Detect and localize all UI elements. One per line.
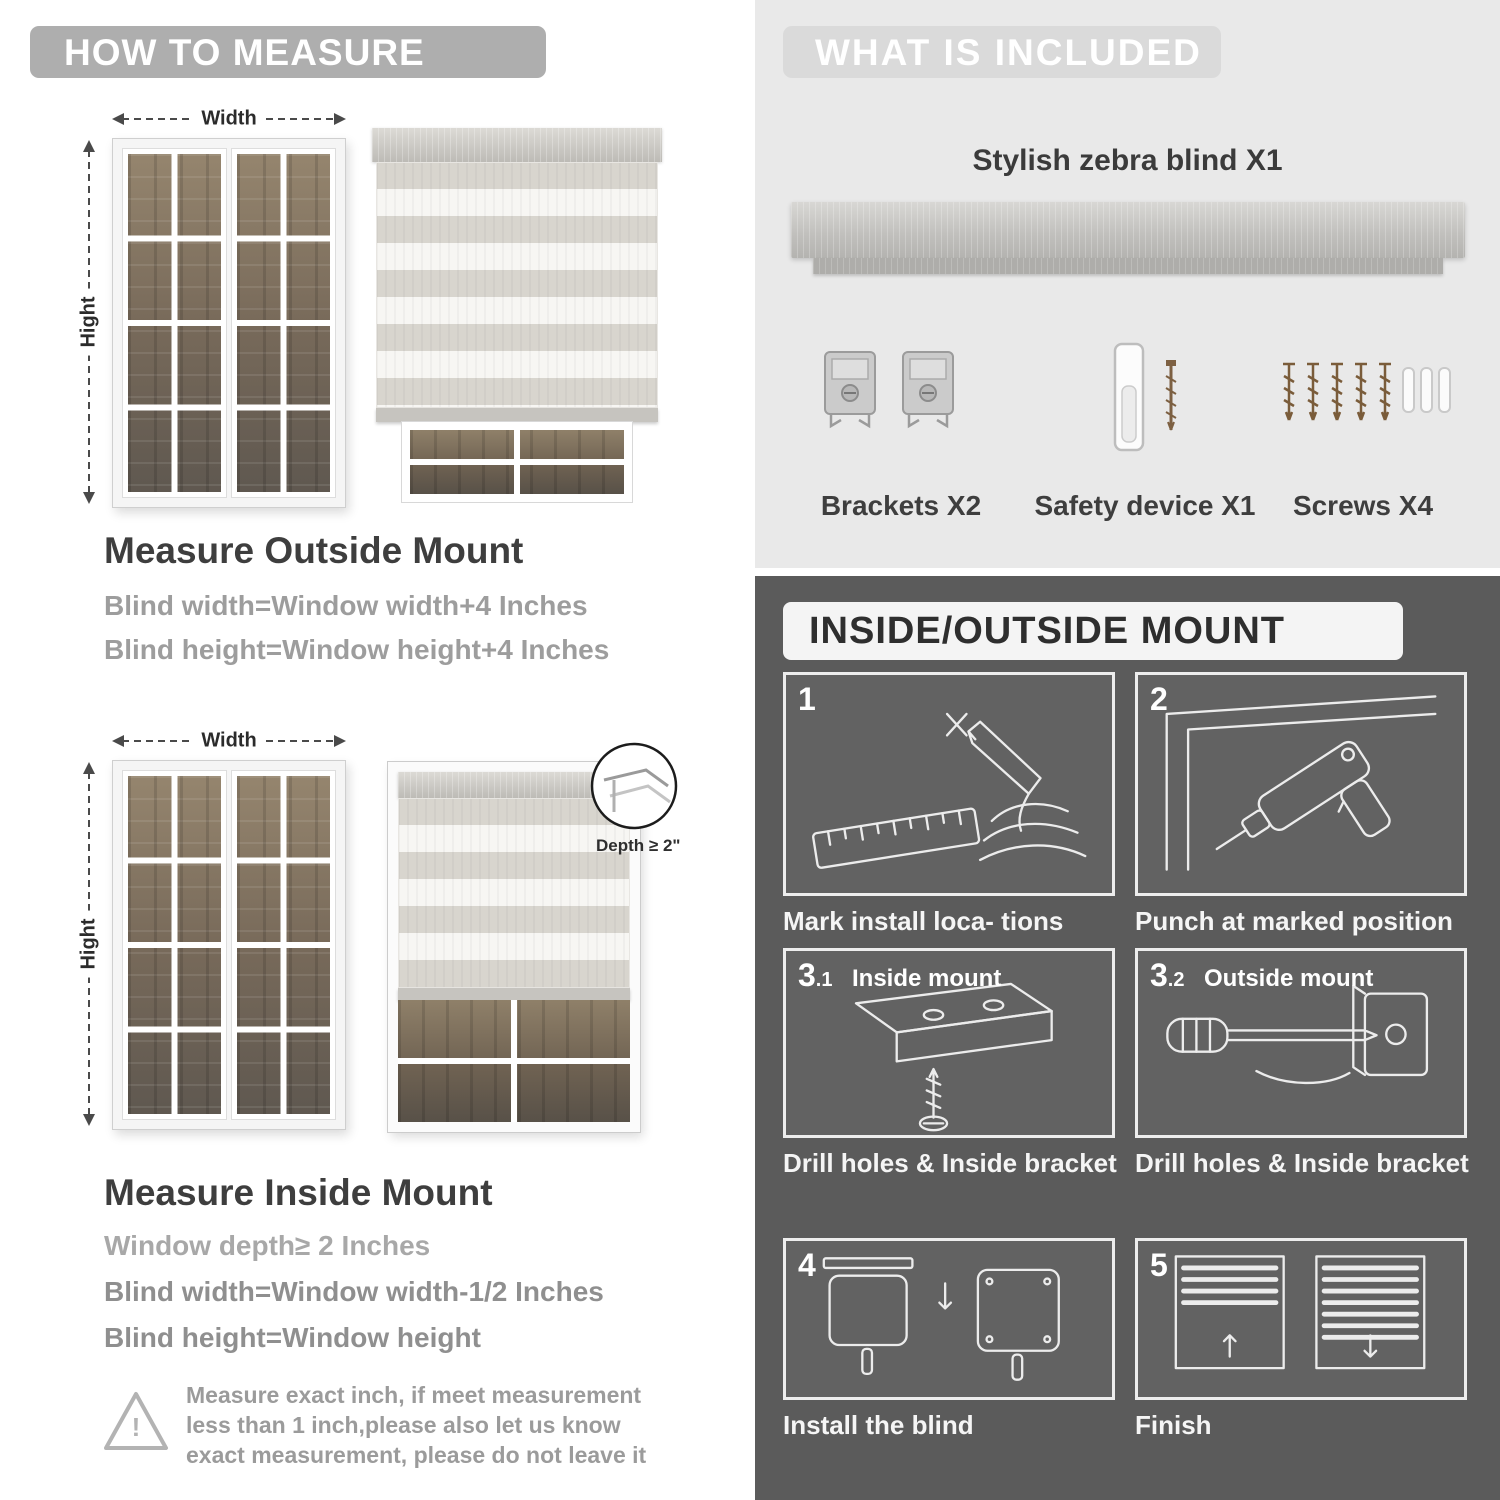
step-caption-2: Punch at marked position <box>1135 906 1453 936</box>
blind-cassette <box>372 128 662 162</box>
window-sash <box>232 771 335 1119</box>
window-behind-blind <box>398 1000 630 1122</box>
step-title: Inside mount <box>852 965 1002 992</box>
height-label: Hight <box>77 910 101 978</box>
inside-mount-heading: Measure Inside Mount <box>104 1172 493 1213</box>
zebra-blind-illustration-outside <box>372 128 662 508</box>
what-is-included-section: WHAT IS INCLUDED Stylish zebra blind X1 <box>755 0 1500 568</box>
warning-mark: ! <box>131 1412 141 1442</box>
zebra-blind-rail-lip <box>813 258 1443 274</box>
step-caption-4: Install the blind <box>783 1410 974 1440</box>
warning-icon: ! <box>100 1386 172 1458</box>
zebra-blind-illustration-inside <box>388 762 640 1132</box>
install-blind-illustration <box>822 1257 1060 1381</box>
window-illustration-outside <box>112 138 346 508</box>
step-panel-5: 5 <box>1135 1238 1467 1400</box>
width-label: Width <box>193 729 265 753</box>
drill-illustration <box>1165 695 1437 871</box>
step-panel-3-1: 3.1 Inside mount <box>783 948 1115 1138</box>
depth-magnifier-icon <box>588 740 680 832</box>
step-panel-2: 2 <box>1135 672 1467 896</box>
screws-label: Screws X4 <box>1292 490 1434 521</box>
warning-text: Measure exact inch, if meet measurement … <box>186 1382 647 1468</box>
screws-icon <box>1279 354 1451 455</box>
bracket-icon <box>897 346 959 439</box>
depth-callout-label: Depth ≥ 2" <box>596 836 681 855</box>
window-sash <box>123 149 226 497</box>
height-arrow-outside: Hight <box>77 140 101 504</box>
safety-device-label: Safety device X1 <box>1034 490 1256 521</box>
horizontal-arrow-icon <box>112 113 346 125</box>
safety-device-icon <box>1107 340 1151 461</box>
zebra-blind-product-label: Stylish zebra blind X1 <box>972 144 1283 177</box>
blind-stripes <box>398 798 630 988</box>
step-title: Outside mount <box>1204 965 1374 992</box>
outside-bracket-illustration <box>1166 984 1429 1085</box>
brackets-label: Brackets X2 <box>820 490 982 521</box>
blind-stripes <box>376 162 658 408</box>
bracket-icon <box>819 346 881 439</box>
step-panel-3-2: 3.2 Outside mount <box>1135 948 1467 1138</box>
width-label: Width <box>193 107 265 131</box>
zebra-blind-product-icon <box>791 202 1465 258</box>
what-is-included-header: WHAT IS INCLUDED <box>783 26 1221 78</box>
step-number: 5 <box>1150 1247 1168 1283</box>
window-illustration-inside <box>112 760 346 1130</box>
step-caption-3-2: Drill holes & Inside bracket <box>1135 1148 1469 1178</box>
inside-bracket-illustration <box>854 982 1053 1132</box>
width-arrow-outside: Width <box>112 107 346 131</box>
window-behind-blind <box>402 422 632 502</box>
blind-bottom-rail <box>376 408 658 422</box>
outside-mount-heading: Measure Outside Mount <box>104 530 524 571</box>
mark-locations-illustration <box>812 712 1087 869</box>
screw-icon <box>1159 356 1183 449</box>
inside-mount-rule-depth: Window depth≥ 2 Inches <box>104 1230 431 1261</box>
window-sash <box>123 771 226 1119</box>
step-number: 3.2 <box>1150 957 1185 993</box>
height-arrow-inside: Hight <box>77 762 101 1126</box>
inside-mount-rule-height: Blind height=Window height <box>104 1322 481 1353</box>
mount-instructions-section: INSIDE/OUTSIDE MOUNT 1 <box>755 576 1500 1500</box>
step-panel-4: 4 <box>783 1238 1115 1400</box>
height-label: Hight <box>77 288 101 356</box>
step-number: 2 <box>1150 681 1168 717</box>
step-number: 1 <box>798 681 816 717</box>
step-caption-3-1: Drill holes & Inside bracket <box>783 1148 1117 1178</box>
step-number: 3.1 <box>798 957 833 993</box>
outside-mount-rule-width: Blind width=Window width+4 Inches <box>104 590 588 621</box>
width-arrow-inside: Width <box>112 729 346 753</box>
finish-illustration <box>1174 1255 1426 1370</box>
step-panel-1: 1 <box>783 672 1115 896</box>
step-number: 4 <box>798 1247 816 1283</box>
step-caption-5: Finish <box>1135 1410 1212 1440</box>
step-caption-1: Mark install loca- tions <box>783 906 1064 936</box>
outside-mount-rule-height: Blind height=Window height+4 Inches <box>104 634 610 665</box>
window-sash <box>232 149 335 497</box>
horizontal-arrow-icon <box>112 735 346 747</box>
inside-outside-mount-header: INSIDE/OUTSIDE MOUNT <box>783 602 1403 660</box>
blind-bottom-rail <box>398 988 630 1000</box>
how-to-measure-header: HOW TO MEASURE <box>30 26 546 78</box>
inside-mount-rule-width: Blind width=Window width-1/2 Inches <box>104 1276 604 1307</box>
